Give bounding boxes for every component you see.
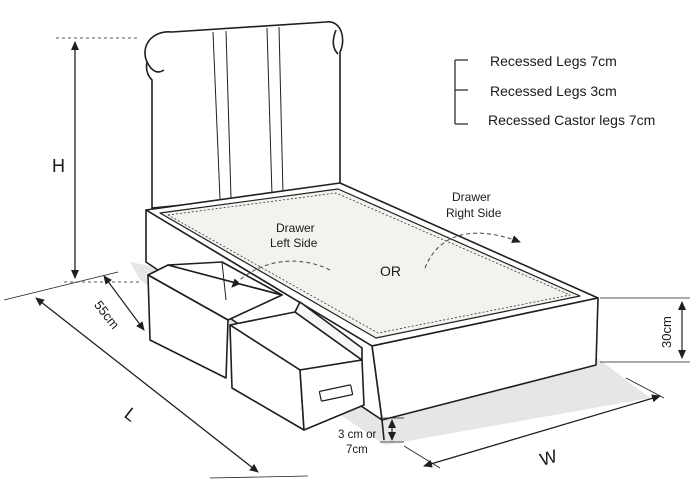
- length-dimension: [3, 271, 309, 479]
- width-dimension: [403, 377, 665, 469]
- legend-item-legs-3cm: Recessed Legs 3cm: [490, 83, 617, 99]
- legend-item-castor-7cm: Recessed Castor legs 7cm: [488, 112, 655, 128]
- drawer-depth-dimension: [103, 275, 145, 331]
- width-label: W: [538, 446, 560, 470]
- leg-height-label-line1: 3 cm or: [338, 429, 377, 441]
- length-label: L: [121, 404, 141, 426]
- leg-height-label-line2: 7cm: [346, 444, 368, 456]
- legend-bracket: [454, 59, 468, 125]
- drawer-depth-label: 55cm: [91, 298, 122, 332]
- height-dimension: [56, 37, 140, 283]
- drawer-left-label-line1: Drawer: [276, 221, 315, 235]
- legend-item-legs-7cm: Recessed Legs 7cm: [490, 53, 617, 69]
- drawer-left-label-line2: Left Side: [270, 236, 318, 250]
- height-label: H: [52, 156, 65, 176]
- drawer-right-label-line2: Right Side: [446, 206, 502, 220]
- headboard: [144, 21, 344, 209]
- drawer-left-arrow: [231, 260, 331, 288]
- base-height-dimension: [600, 297, 690, 363]
- or-label: OR: [380, 263, 401, 279]
- leg-height-dimension: [380, 417, 404, 443]
- base-height-label: 30cm: [659, 316, 674, 348]
- drawer-right-arrow: [424, 232, 521, 269]
- drawer-right-label-line1: Drawer: [452, 190, 491, 204]
